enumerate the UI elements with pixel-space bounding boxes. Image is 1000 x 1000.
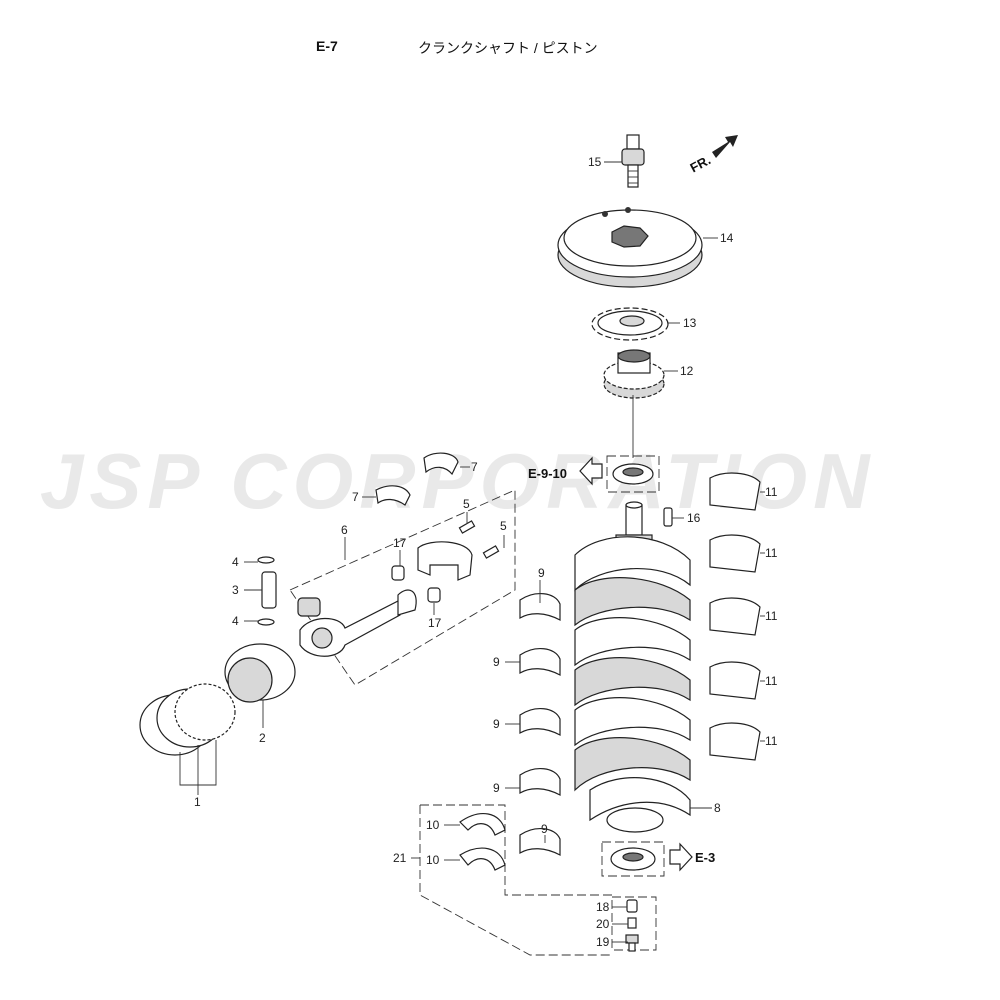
bearing-11-group	[709, 472, 761, 761]
callout-13: 13	[683, 316, 697, 330]
callout-10-a: 10	[426, 818, 440, 832]
callout-7-b: 7	[352, 490, 359, 504]
key-16	[663, 507, 673, 527]
ref-arrow-bottom: E-3	[669, 842, 715, 872]
callout-9-d: 9	[493, 781, 500, 795]
callout-17-a: 17	[393, 536, 407, 550]
bracket-21	[419, 804, 612, 956]
leader-lines	[179, 161, 765, 943]
callout-11-c: 11	[765, 609, 778, 623]
callout-5-b: 5	[500, 519, 507, 533]
callout-21: 21	[393, 851, 407, 865]
callout-4-a: 4	[232, 555, 239, 569]
callout-9-e: 9	[541, 822, 548, 836]
bearing-9-group	[519, 593, 561, 856]
gear-12	[603, 349, 665, 399]
callout-4-b: 4	[232, 614, 239, 628]
sprocket-13	[591, 307, 669, 341]
section-code: E-7	[316, 38, 338, 54]
callout-3: 3	[232, 583, 239, 597]
callout-5-a: 5	[463, 497, 470, 511]
plug-parts	[625, 899, 639, 952]
callout-12: 12	[680, 364, 694, 378]
callout-11-b: 11	[765, 546, 778, 560]
ref-bottom: E-3	[695, 850, 715, 865]
bearing-7-pair	[375, 452, 459, 506]
callout-9-c: 9	[493, 717, 500, 731]
callout-10-b: 10	[426, 853, 440, 867]
bolt-15	[621, 134, 645, 188]
callout-11-a: 11	[765, 485, 778, 499]
oil-seal-top	[612, 463, 654, 485]
piston-2	[224, 556, 296, 703]
callout-9-a: 9	[538, 566, 545, 580]
callout-1: 1	[194, 795, 201, 809]
callout-11-d: 11	[765, 674, 778, 688]
callout-19: 19	[596, 935, 610, 949]
callout-7-a: 7	[471, 460, 478, 474]
callout-9-b: 9	[493, 655, 500, 669]
callout-2: 2	[259, 731, 266, 745]
ref-top: E-9-10	[528, 466, 567, 481]
callout-11-e: 11	[765, 734, 778, 748]
callout-18: 18	[596, 900, 610, 914]
ref-arrow-top: E-9-10	[528, 456, 603, 486]
oil-seal-bottom	[610, 847, 656, 871]
page-title: クランクシャフト / ピストン	[418, 40, 598, 56]
callout-8: 8	[714, 801, 721, 815]
callout-16: 16	[687, 511, 701, 525]
callout-17-b: 17	[428, 616, 442, 630]
callout-20: 20	[596, 917, 610, 931]
front-label: FR.	[688, 152, 714, 175]
crankshaft-8	[574, 501, 691, 833]
pulley-14	[557, 207, 703, 288]
connecting-rod-6	[297, 520, 500, 657]
callout-15: 15	[588, 155, 602, 169]
piston-rings-1	[139, 683, 236, 756]
callout-6: 6	[341, 523, 348, 537]
callout-14: 14	[720, 231, 734, 245]
front-arrow-icon: FR.	[688, 135, 738, 175]
